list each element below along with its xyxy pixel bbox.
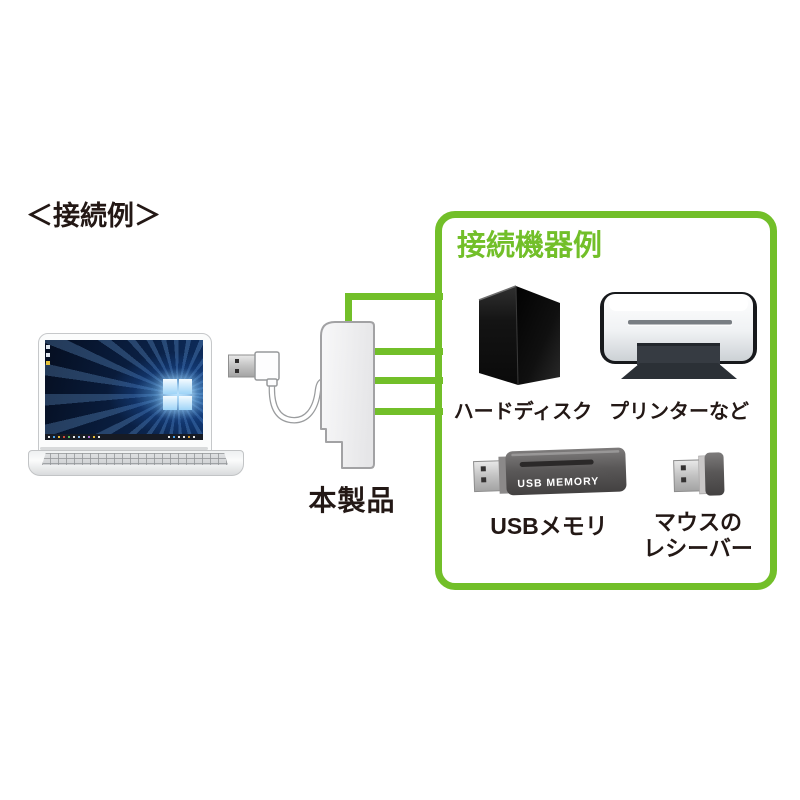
usb-plug-and-cable (228, 351, 329, 424)
mouse-receiver-label-line1: マウスの (653, 510, 742, 535)
usb-cable (269, 379, 327, 423)
laptop-hinge (40, 447, 208, 450)
taskbar-icons (48, 436, 50, 438)
mouse-receiver-label-line2: レシーバー (643, 536, 753, 561)
usb-plug-hole (235, 359, 239, 363)
connector-line-top-vertical (345, 293, 352, 325)
connector-line-top-horizontal (345, 293, 443, 300)
laptop-keyboard-base (28, 450, 244, 476)
usb-cable-outline (268, 377, 329, 424)
laptop-screen-wallpaper (45, 340, 203, 440)
connector-line-4 (366, 408, 443, 415)
desktop-icon (46, 345, 50, 349)
connected-devices-box (435, 211, 777, 590)
usb-plug-cable-boot (266, 378, 278, 387)
connector-line-2 (366, 348, 443, 355)
connector-line-3 (366, 377, 443, 384)
hard-disk-label: ハードディスク (453, 401, 593, 423)
usb-memory-label: USBメモリ (490, 513, 608, 539)
laptop-keyboard (42, 453, 228, 465)
page-title: ＜接続例＞ (26, 201, 161, 231)
windows-logo-icon (163, 379, 192, 410)
usb-plug-hole (235, 369, 239, 373)
usb-plug-metal (228, 354, 256, 378)
usb-plug-body (254, 351, 280, 381)
desktop-icon (46, 353, 50, 357)
usb-hub-product (320, 321, 375, 469)
laptop-taskbar (45, 434, 203, 440)
printer-label: プリンターなど (609, 401, 749, 423)
desktop-folder-icon (46, 361, 50, 365)
mouse-receiver-label: マウスの レシーバー (618, 510, 778, 562)
product-label: 本製品 (308, 485, 396, 516)
devices-box-heading: 接続機器例 (457, 230, 603, 262)
